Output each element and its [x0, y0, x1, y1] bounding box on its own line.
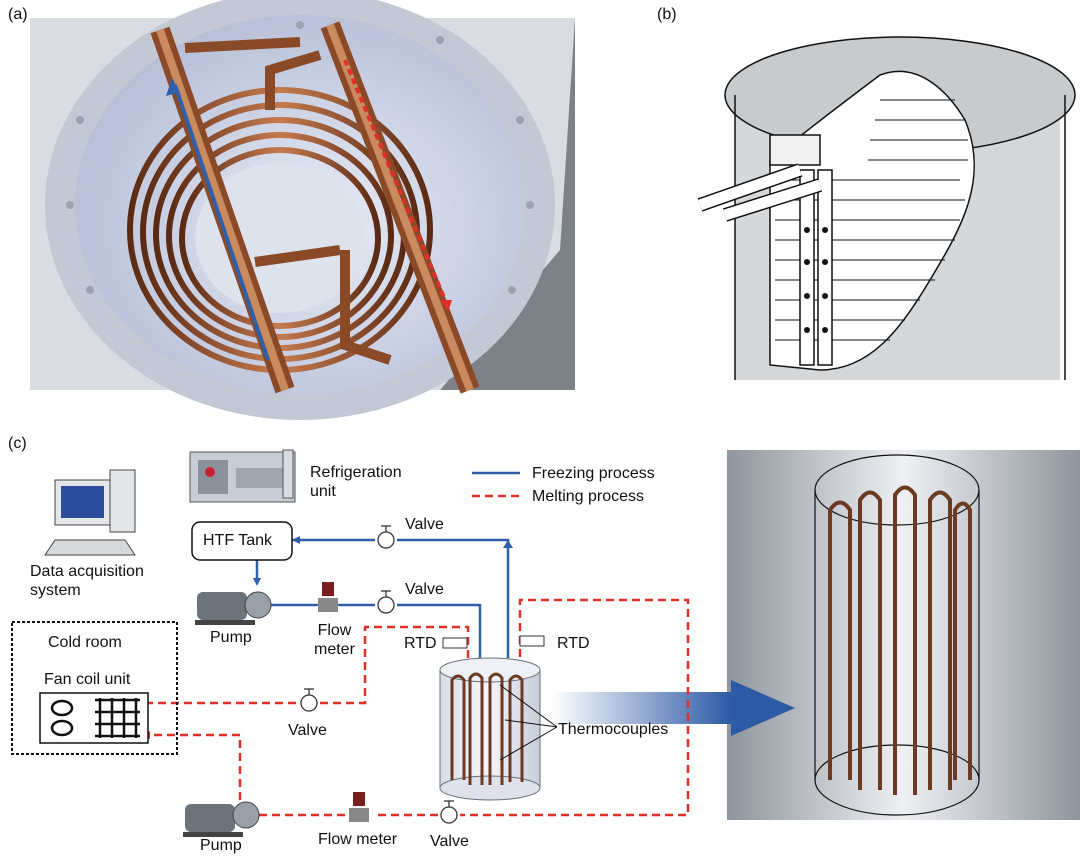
- legend-freezing-label: Freezing process: [532, 465, 655, 482]
- valve-mid-icon: [377, 590, 395, 614]
- valve-bottom-label: Valve: [430, 833, 469, 850]
- flow-meter-top-label: Flow meter: [314, 622, 355, 658]
- flow-meter-bottom-label: Flow meter: [318, 831, 398, 848]
- fan-coil-unit-label: Fan coil unit: [44, 671, 131, 688]
- valve-left-icon: [300, 688, 318, 712]
- pump-bottom-label: Pump: [200, 837, 242, 854]
- panel-b-tag: (b): [657, 6, 677, 23]
- computer-icon: [44, 469, 136, 556]
- pump-bottom-icon: [183, 801, 260, 837]
- rtd-icons: [442, 635, 545, 649]
- valve-top-icon: [377, 525, 395, 549]
- cold-room-box: [11, 621, 178, 755]
- htf-tank-label: HTF Tank: [203, 532, 273, 549]
- pump-top-icon: [195, 591, 272, 625]
- phase-change-tank: [439, 657, 558, 801]
- htf-tank-box: [191, 521, 293, 561]
- pump-top-label: Pump: [210, 629, 252, 646]
- fan-coil-unit-icon: [39, 692, 149, 744]
- valve-top-label: Valve: [405, 516, 444, 533]
- cold-room-label: Cold room: [48, 634, 122, 651]
- rtd-right-label: RTD: [557, 635, 590, 652]
- valve-icons: [300, 525, 458, 824]
- rtd-left-label: RTD: [404, 635, 437, 652]
- melting-lines: [145, 494, 690, 817]
- panel-a-tag: (a): [8, 6, 28, 23]
- freezing-lines: [255, 471, 520, 670]
- valve-left-label: Valve: [288, 722, 327, 739]
- legend-melting-label: Melting process: [532, 488, 645, 505]
- thermocouples-label: Thermocouples: [558, 721, 669, 738]
- data-acquisition-label: Data acquisition system: [30, 563, 144, 599]
- refrigeration-unit-label: Refrigeration unit: [310, 464, 402, 500]
- refrigeration-unit-icon: [189, 449, 296, 503]
- panel-a-render: [30, 0, 575, 420]
- flow-meter-bottom-icon: [349, 792, 369, 822]
- big-transfer-arrow: [553, 680, 795, 736]
- panel-c-tag: (c): [8, 435, 27, 452]
- valve-bottom-icon: [440, 800, 458, 824]
- flow-meter-top-icon: [318, 582, 338, 612]
- panel-b-drawing: [697, 36, 1076, 380]
- valve-mid-label: Valve: [405, 581, 444, 598]
- panel-c-render: [727, 450, 1080, 820]
